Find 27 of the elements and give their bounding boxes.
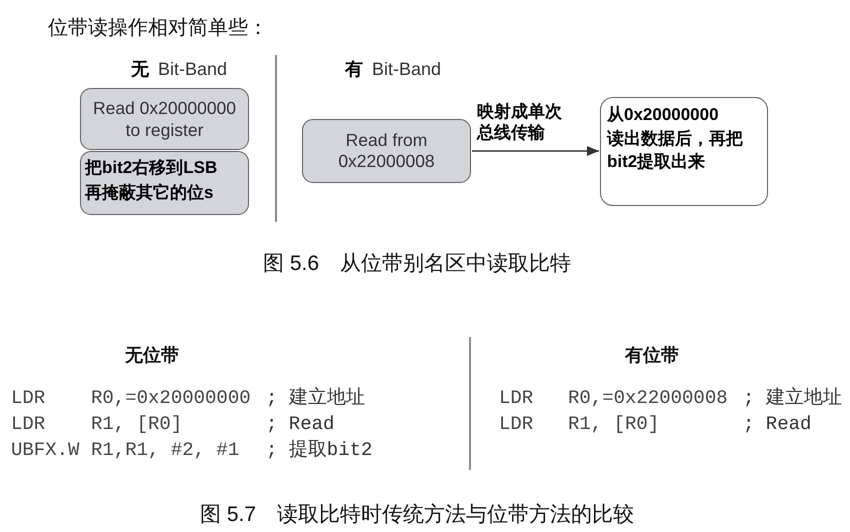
code-instruction: LDR — [11, 386, 46, 411]
code-operands: R1, [R0] — [91, 412, 182, 437]
code-instruction: UBFX.W — [11, 438, 80, 463]
code-instruction: LDR — [11, 412, 46, 437]
code-comment: ; 建立地址 — [266, 386, 365, 411]
panel-heading: 无 Bit-Band — [131, 58, 228, 80]
process-box: Read 0x20000000 to register — [80, 88, 249, 150]
figure-caption: 图 5.6 从位带别名区中读取比特 — [263, 251, 572, 277]
code-comment: ; Read — [743, 412, 812, 437]
code-operands: R1,R1, #2, #1 — [91, 438, 240, 463]
code-operands: R0,=0x20000000 — [91, 386, 251, 411]
process-box: 把bit2右移到LSB再掩蔽其它的位s — [80, 151, 249, 215]
code-comment: ; 建立地址 — [743, 386, 842, 411]
code-comment: ; Read — [266, 412, 334, 437]
result-box: 从0x20000000读出数据后，再把bit2提取出来 — [600, 97, 768, 206]
code-operands: R1, [R0] — [568, 412, 660, 437]
panel-heading: 有位带 — [625, 344, 679, 367]
arrow — [472, 146, 599, 156]
code-operands: R0,=0x22000008 — [568, 386, 728, 411]
panel-heading: 有 Bit-Band — [345, 58, 442, 80]
code-comment: ; 提取bit2 — [266, 438, 372, 463]
process-box: Read from 0x22000008 — [302, 119, 471, 183]
panel-heading: 无位带 — [125, 344, 179, 367]
code-instruction: LDR — [499, 386, 534, 411]
figure-caption: 图 5.7 读取比特时传统方法与位带方法的比较 — [200, 502, 634, 528]
heading: 位带读操作相对简单些： — [48, 16, 268, 40]
code-instruction: LDR — [499, 412, 534, 437]
